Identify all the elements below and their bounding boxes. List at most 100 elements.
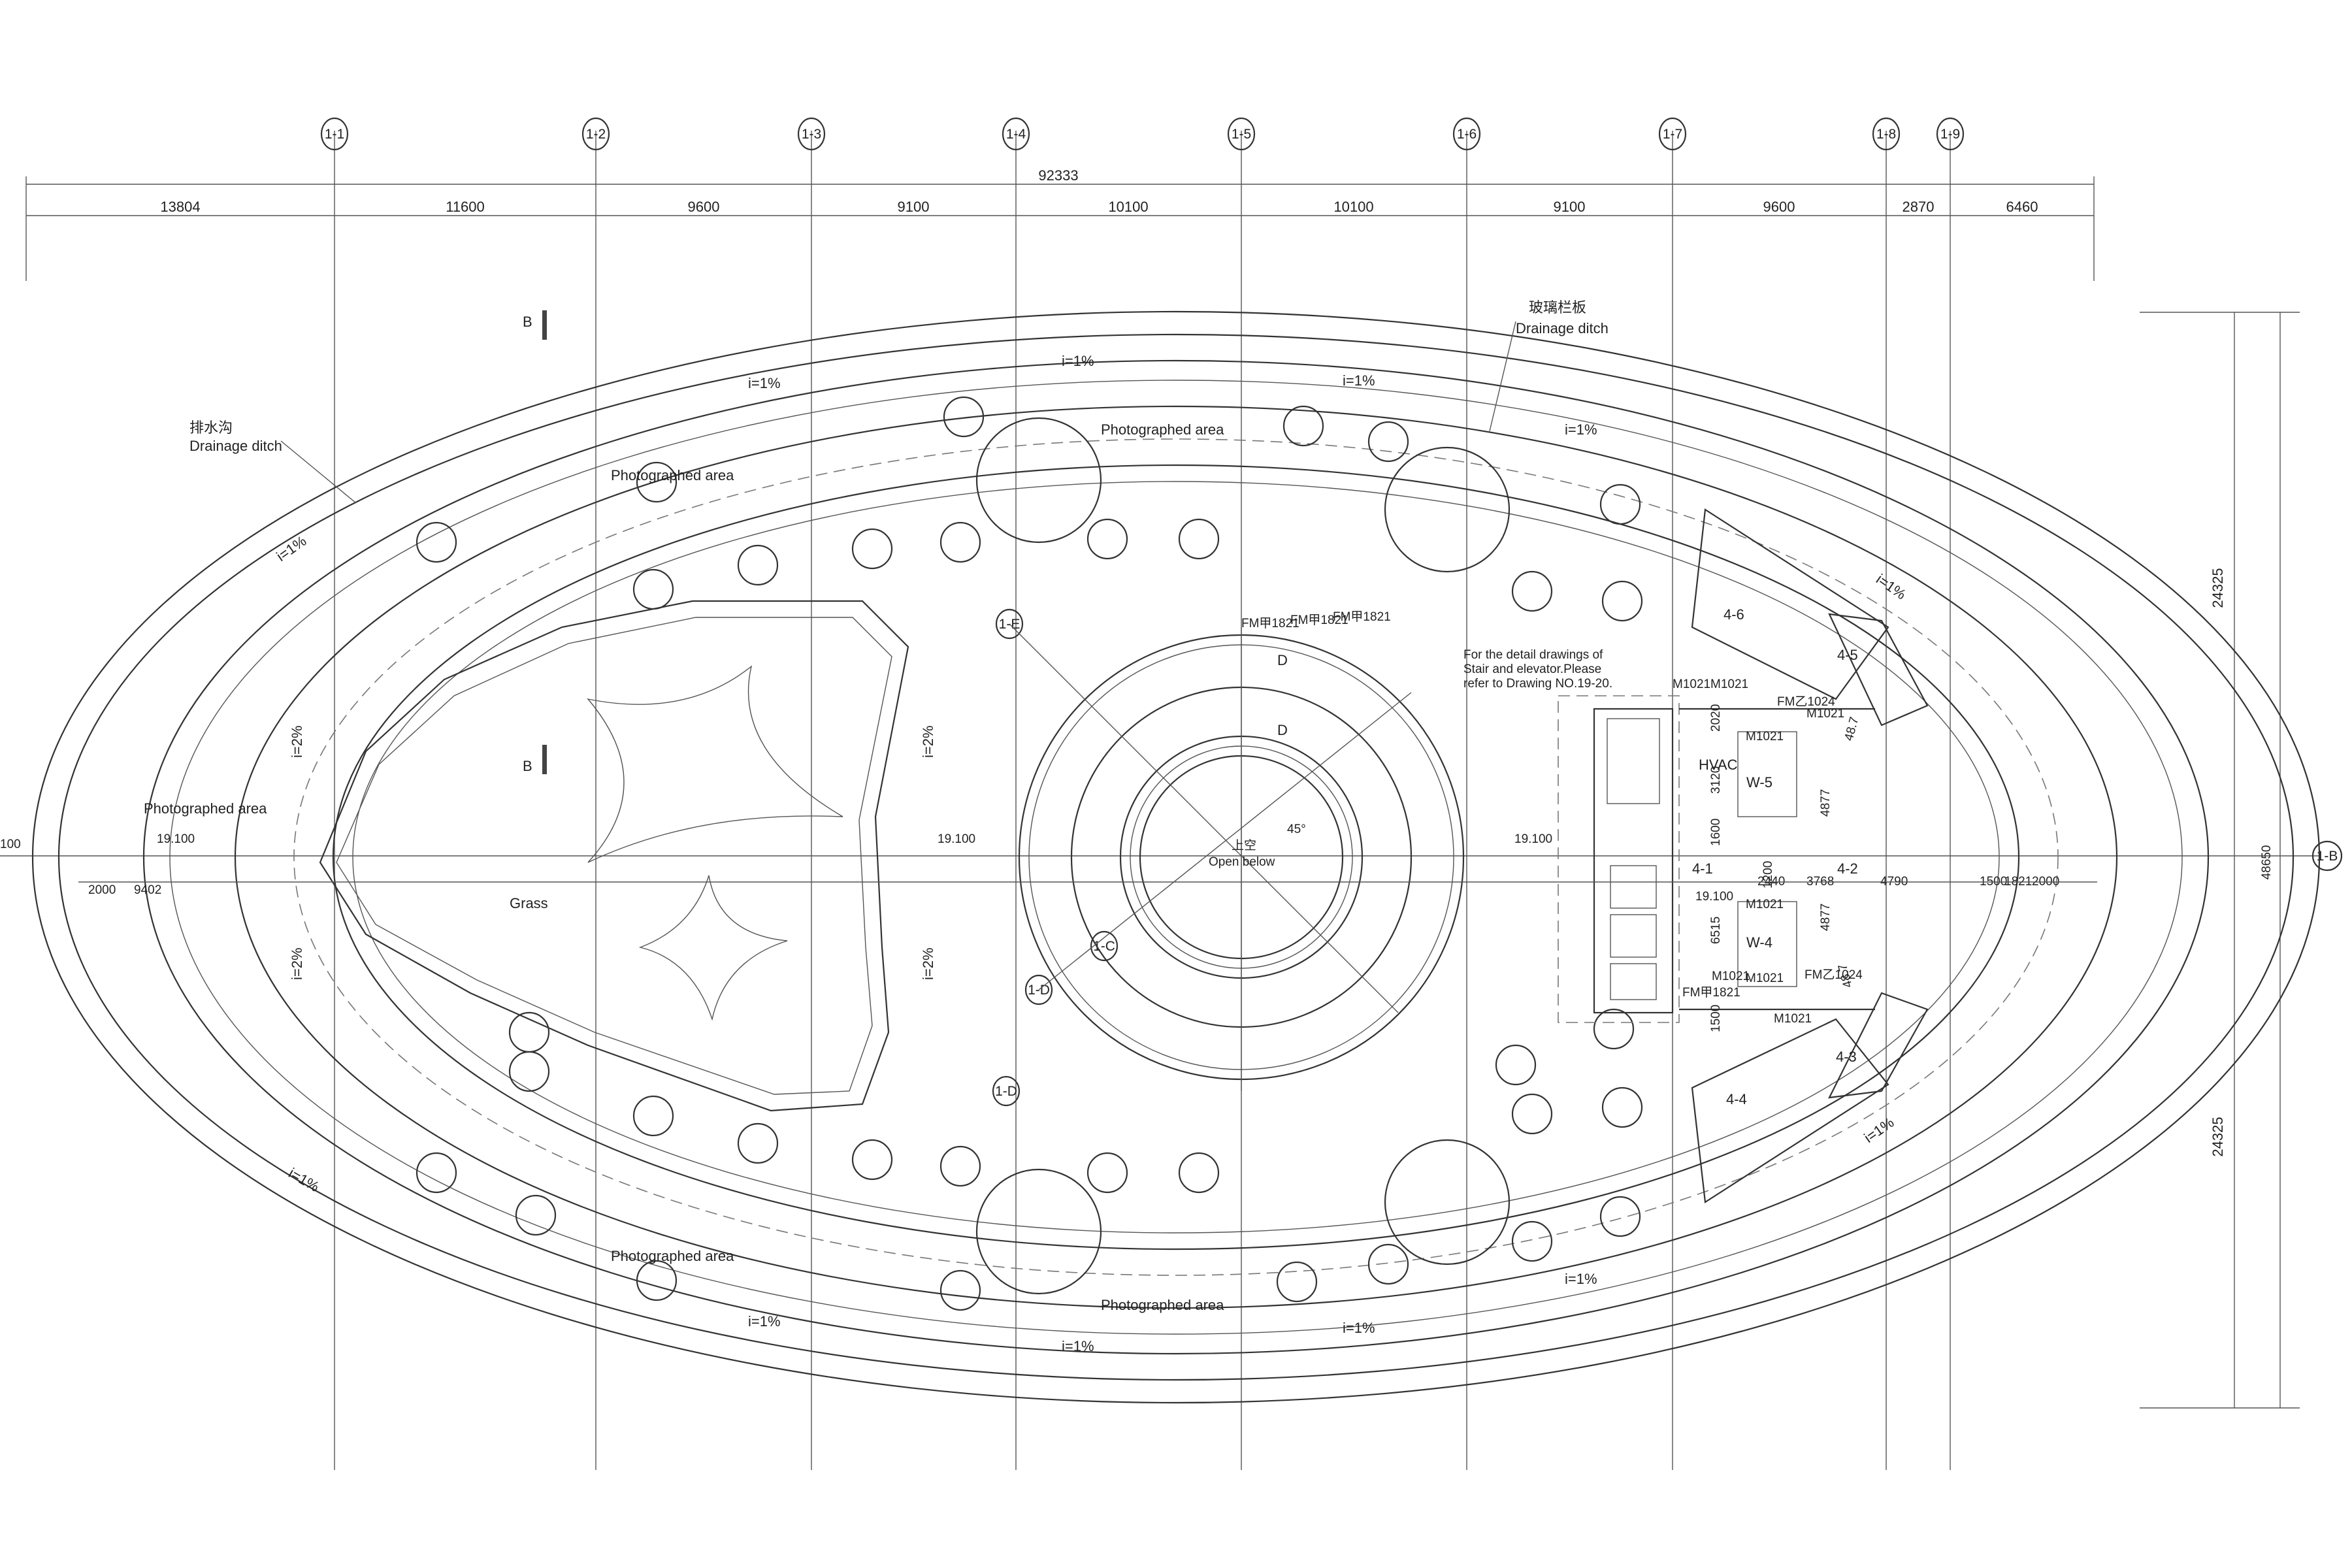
svg-text:9100: 9100 (1554, 199, 1586, 215)
svg-text:19.100: 19.100 (157, 832, 195, 846)
svg-text:2000: 2000 (88, 883, 116, 897)
svg-text:M1021: M1021 (1746, 898, 1784, 911)
svg-text:19.100: 19.100 (1514, 832, 1552, 846)
svg-text:4-2: 4-2 (1837, 860, 1858, 877)
axis-bubble: 1-B (2311, 840, 2343, 872)
axis-bubble: 1-9 (1936, 117, 1965, 151)
svg-text:M1021: M1021 (1746, 730, 1784, 743)
axis-bubble: 1-8 (1872, 117, 1901, 151)
grid-lines (0, 131, 2319, 1470)
svg-text:玻璃栏板: 玻璃栏板 (1529, 299, 1586, 316)
svg-text:Open below: Open below (1209, 855, 1275, 869)
svg-text:Drainage ditch: Drainage ditch (189, 438, 282, 454)
svg-text:M1021: M1021 (1806, 707, 1844, 721)
svg-text:1600: 1600 (1709, 819, 1723, 846)
svg-text:45°: 45° (1287, 823, 1306, 836)
svg-text:6460: 6460 (2006, 199, 2038, 215)
svg-text:Grass: Grass (510, 895, 548, 911)
svg-text:i=1%: i=1% (1062, 353, 1094, 369)
svg-text:3120: 3120 (1709, 766, 1723, 794)
svg-text:i=1%: i=1% (1565, 1271, 1597, 1287)
svg-text:1-8: 1-8 (1876, 127, 1896, 142)
axis-bubble: 1-C (1090, 930, 1119, 962)
svg-text:48.7: 48.7 (1842, 715, 1862, 742)
svg-text:上空: 上空 (1232, 838, 1256, 853)
svg-text:19.100: 19.100 (1695, 890, 1733, 904)
svg-text:M1021: M1021 (1746, 972, 1784, 985)
svg-text:D: D (1277, 652, 1288, 668)
axis-bubble: 1-2 (581, 117, 610, 151)
svg-text:i=1%: i=1% (748, 1313, 781, 1330)
svg-text:9100: 9100 (898, 199, 930, 215)
svg-text:Photographed area: Photographed area (144, 800, 267, 817)
pavilion-circles (975, 417, 1511, 1295)
svg-text:1200: 1200 (1761, 861, 1775, 889)
svg-text:24325: 24325 (2210, 1117, 2226, 1156)
svg-text:1-3: 1-3 (802, 127, 821, 142)
slope-marks: i=1% i=1% i=1% i=1% i=1% i=1% i=1% i=1% … (274, 353, 1910, 1354)
svg-text:D: D (1277, 722, 1288, 738)
svg-text:For the detail drawings of: For the detail drawings of (1463, 648, 1603, 662)
svg-text:1-6: 1-6 (1457, 127, 1477, 142)
svg-text:13804: 13804 (160, 199, 200, 215)
svg-text:100: 100 (0, 838, 21, 851)
svg-text:FM甲1821: FM甲1821 (1682, 986, 1740, 1000)
svg-text:24325: 24325 (2210, 568, 2226, 608)
svg-text:6515: 6515 (1709, 917, 1723, 944)
svg-text:1-5: 1-5 (1232, 127, 1251, 142)
svg-text:4877: 4877 (1819, 789, 1833, 817)
axis-bubble: 1-1 (320, 117, 349, 151)
vertical-dimensions: 3120 1600 4877 4877 6515 1500 48.7 48.7 … (1709, 704, 1861, 1032)
svg-text:i=1%: i=1% (1062, 1338, 1094, 1354)
svg-text:48650: 48650 (2260, 845, 2274, 880)
svg-text:i=2%: i=2% (920, 947, 936, 980)
svg-text:i=1%: i=1% (1343, 1320, 1375, 1336)
svg-text:1-9: 1-9 (1940, 127, 1960, 142)
svg-text:refer to Drawing NO.19-20.: refer to Drawing NO.19-20. (1463, 677, 1612, 691)
svg-text:i=2%: i=2% (289, 725, 305, 758)
core-block: For the detail drawings of Stair and ele… (1463, 648, 1680, 1023)
svg-text:M1021: M1021 (1774, 1012, 1812, 1026)
axis-bubble: 1-D (992, 1075, 1021, 1107)
axis-bubble: 1-4 (1002, 117, 1030, 151)
svg-text:B: B (523, 314, 532, 330)
svg-text:1-B: 1-B (2317, 849, 2338, 864)
middle-dimensions: 2000 9402 19.100 19.100 19.100 19.100 24… (0, 832, 2097, 904)
svg-text:i=1%: i=1% (1873, 571, 1909, 603)
svg-text:排水沟: 排水沟 (189, 419, 233, 436)
svg-text:9600: 9600 (688, 199, 720, 215)
dim-total: 92333 (1038, 167, 1078, 184)
svg-text:4-3: 4-3 (1836, 1049, 1857, 1065)
svg-text:9600: 9600 (1763, 199, 1795, 215)
svg-text:Photographed area: Photographed area (611, 1248, 734, 1264)
svg-text:1-2: 1-2 (586, 127, 606, 142)
svg-text:2020: 2020 (1709, 704, 1723, 732)
svg-text:i=2%: i=2% (920, 725, 936, 758)
axis-bubble: 1-7 (1658, 117, 1687, 151)
svg-text:FM乙1024: FM乙1024 (1805, 968, 1863, 982)
ellipse-rings (31, 310, 2321, 1404)
svg-text:FM甲1821: FM甲1821 (1333, 610, 1391, 624)
svg-text:HVAC: HVAC (1699, 757, 1738, 773)
svg-text:i=1%: i=1% (1343, 372, 1375, 389)
svg-text:M1021: M1021 (1712, 970, 1750, 983)
svg-text:W-4: W-4 (1746, 934, 1772, 951)
svg-text:i=1%: i=1% (748, 375, 781, 391)
svg-text:FM乙1024: FM乙1024 (1777, 695, 1835, 709)
svg-text:1-D: 1-D (995, 1084, 1017, 1099)
right-dimensions: 24325 24325 48650 (2140, 312, 2300, 1409)
svg-text:4-6: 4-6 (1723, 606, 1744, 623)
svg-text:M1021: M1021 (1673, 678, 1710, 691)
svg-text:1500: 1500 (1709, 1005, 1723, 1032)
svg-text:1-7: 1-7 (1663, 127, 1682, 142)
svg-text:9402: 9402 (134, 883, 161, 897)
svg-text:4877: 4877 (1819, 904, 1833, 931)
svg-text:19.100: 19.100 (938, 832, 975, 846)
top-dimensions: 92333 13804 11600 9600 9100 10100 10100 … (25, 167, 2095, 281)
annotations: 排水沟 Drainage ditch 玻璃栏板 Drainage ditch P… (144, 299, 1609, 1313)
svg-text:Photographed area: Photographed area (1101, 1297, 1224, 1313)
axis-bubble: 1-5 (1227, 117, 1256, 151)
axis-bubble: 1-6 (1452, 117, 1481, 151)
svg-text:4-4: 4-4 (1726, 1091, 1747, 1107)
